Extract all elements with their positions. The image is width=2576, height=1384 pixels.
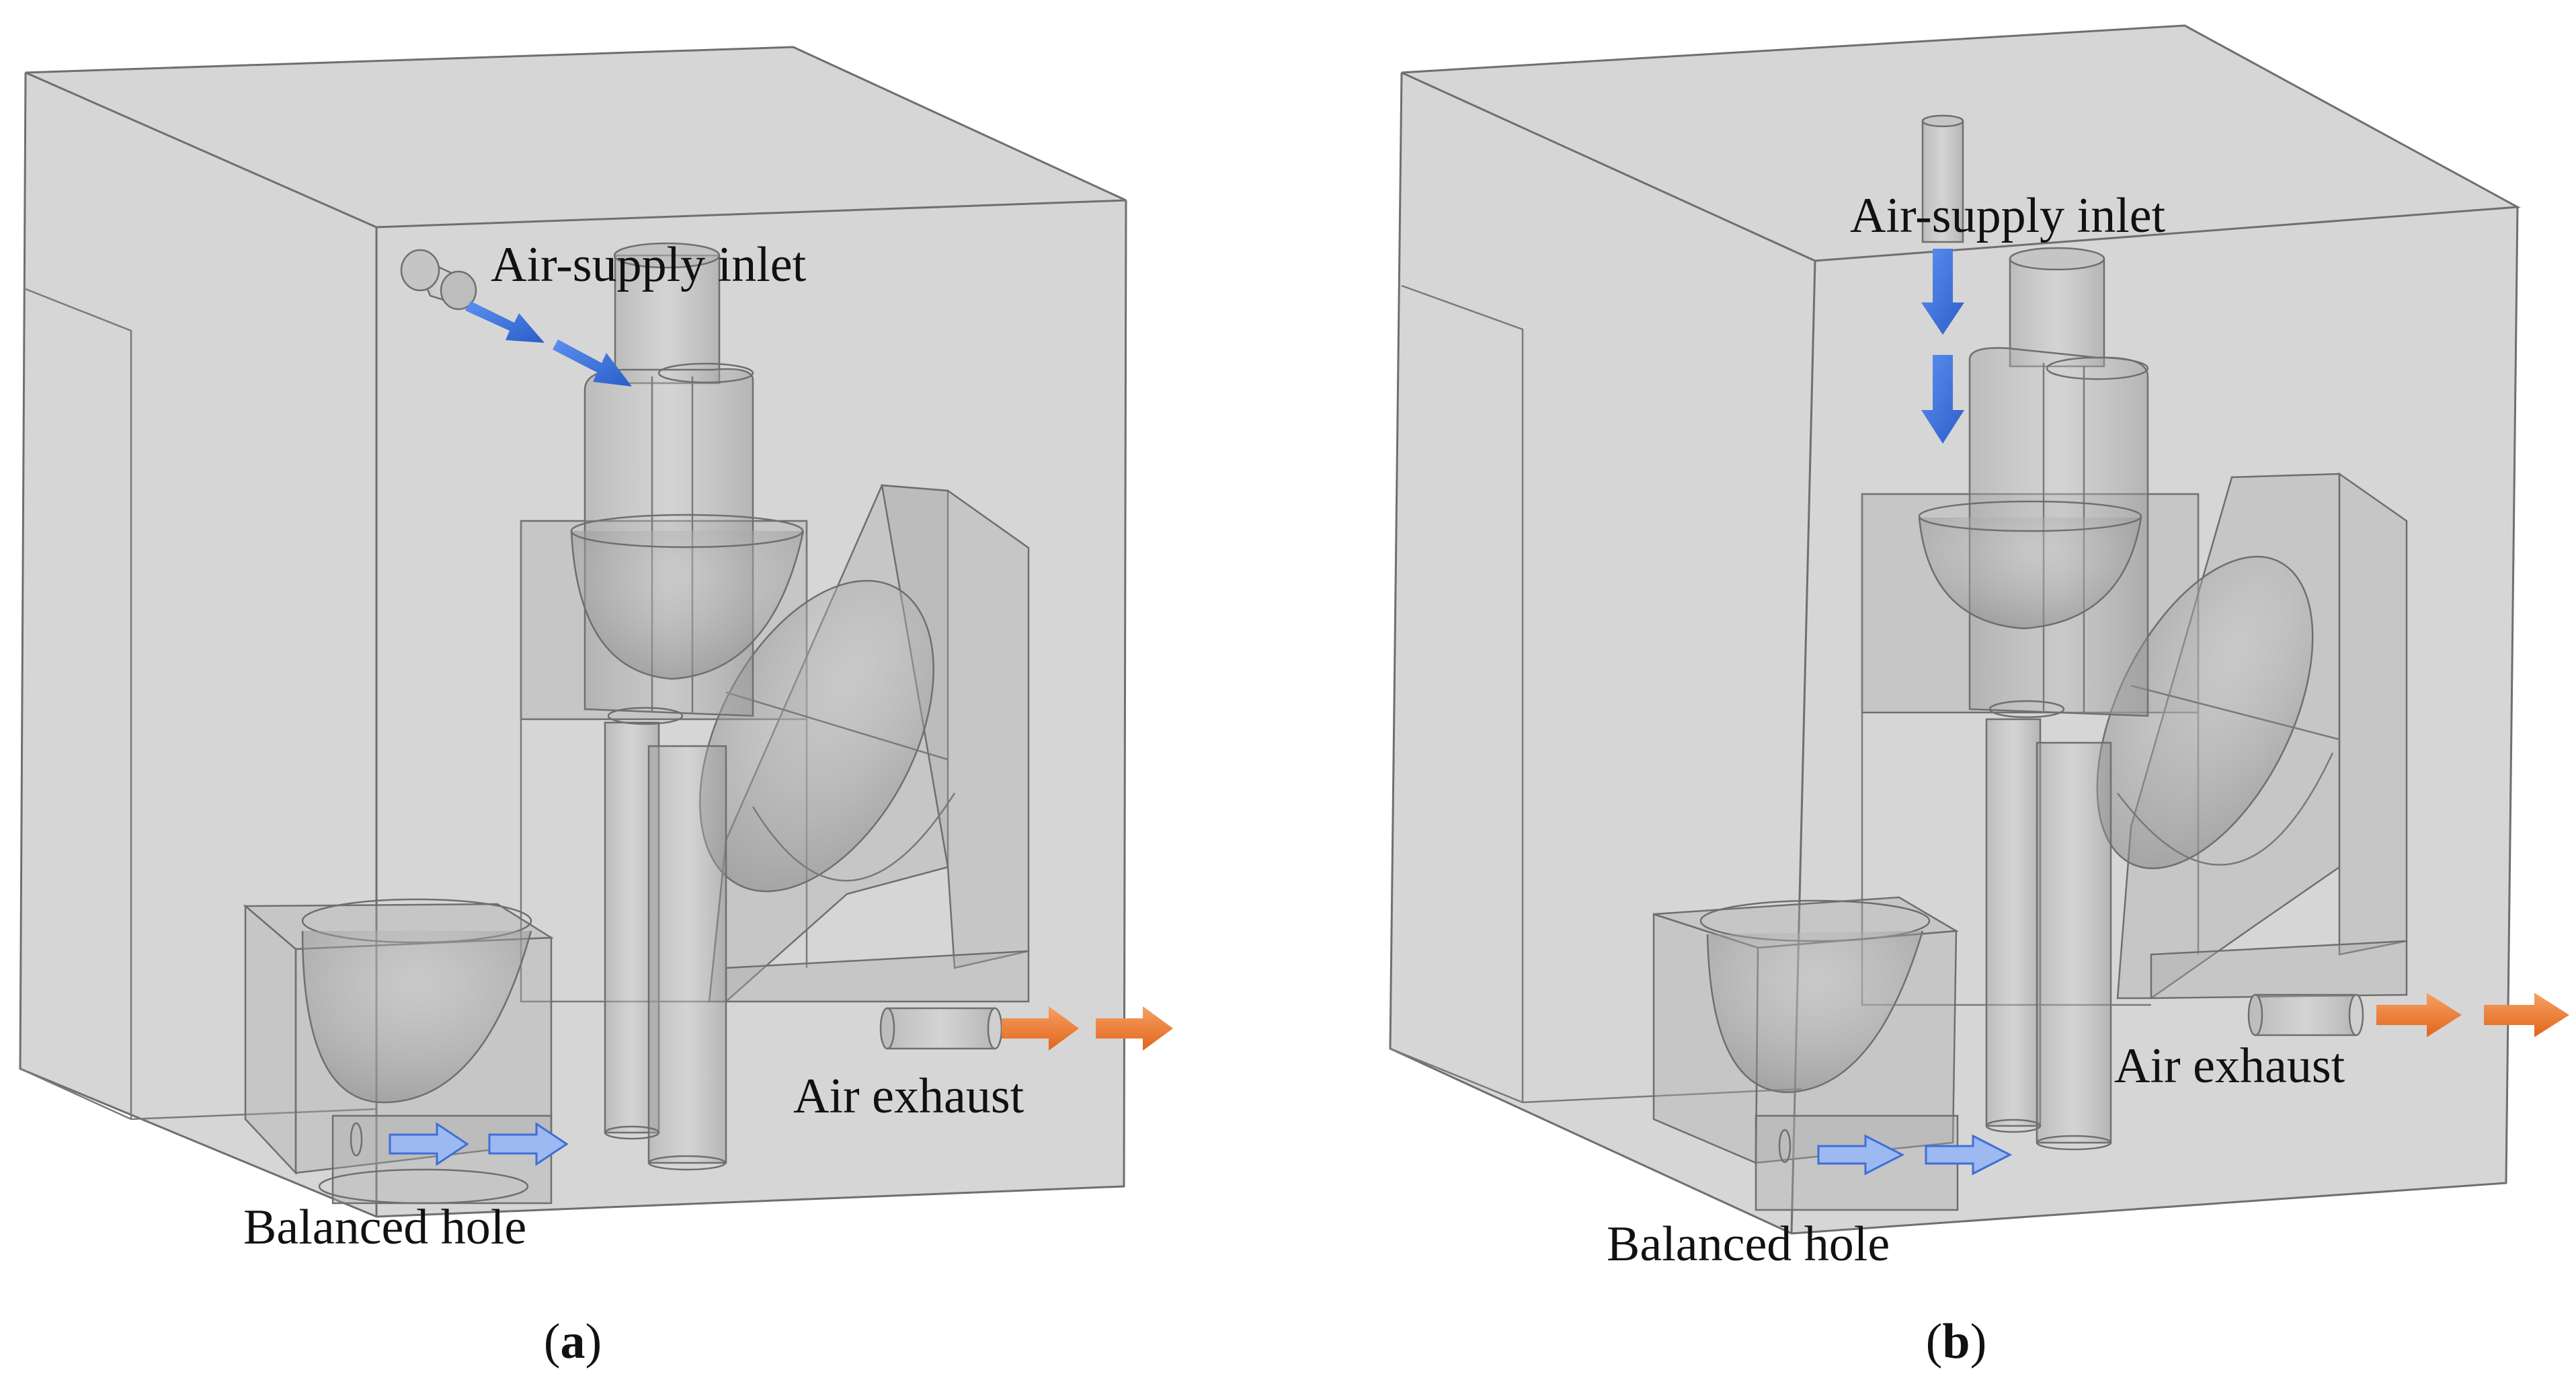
caption-b-close: ) xyxy=(1970,1314,1987,1369)
inlet-label-a: Air-supply inlet xyxy=(491,237,807,292)
caption-a-close: ) xyxy=(586,1314,602,1369)
hole-arrow-b2 xyxy=(1925,1134,2013,1176)
hole-arrows-b xyxy=(1817,1134,2013,1176)
panel-b: Air-supply inlet Air exhaust Balanced ho… xyxy=(1389,24,2569,1369)
hole-arrows-a xyxy=(389,1122,569,1166)
hole-arrow-b1 xyxy=(1817,1134,1905,1176)
hole-arrow-a2 xyxy=(488,1122,569,1166)
supply-arrow-b1 xyxy=(1921,249,1964,335)
exhaust-label-b: Air exhaust xyxy=(2114,1039,2345,1094)
panel-a: Air-supply inlet Air exhaust Balanced ho… xyxy=(19,46,1173,1369)
caption-a: (a) xyxy=(544,1314,602,1369)
vertical-pipes-b xyxy=(1918,247,2149,1151)
hole-arrow-a1 xyxy=(389,1122,469,1166)
exhaust-pipe-b xyxy=(2247,993,2364,1036)
balanced-hole-a xyxy=(350,1122,363,1157)
supply-arrow-a1 xyxy=(465,301,545,343)
supply-arrows-b xyxy=(1921,249,1964,444)
inlet-label-b: Air-supply inlet xyxy=(1850,188,2166,243)
exhaust-label-a: Air exhaust xyxy=(793,1069,1024,1124)
front-bowl-box-b xyxy=(1652,896,1960,1211)
front-bowl-box-a xyxy=(243,898,555,1205)
caption-b-open: ( xyxy=(1926,1314,1943,1369)
hole-label-a: Balanced hole xyxy=(243,1200,526,1255)
exhaust-arrows-a xyxy=(1002,1006,1173,1051)
vertical-pipes-a xyxy=(570,242,805,1171)
exhaust-arrow-b1 xyxy=(2376,993,2462,1037)
inlet-pipe-b xyxy=(1921,114,1964,243)
caption-b-letter: b xyxy=(1942,1314,1970,1369)
tilted-bowl-b xyxy=(2096,472,2408,1000)
exhaust-arrow-a2 xyxy=(1096,1006,1173,1051)
exhaust-pipe-a xyxy=(879,1007,1003,1050)
tilted-bowl-a xyxy=(699,484,1030,1003)
supply-arrows-a xyxy=(465,301,632,386)
caption-a-open: ( xyxy=(544,1314,561,1369)
exhaust-arrow-a1 xyxy=(1002,1006,1079,1051)
exhaust-arrows-b xyxy=(2376,993,2569,1037)
supply-arrow-a2 xyxy=(553,339,632,386)
hole-label-b: Balanced hole xyxy=(1607,1217,1890,1272)
exhaust-arrow-b2 xyxy=(2484,993,2569,1037)
inlet-pipe-a xyxy=(400,249,477,311)
caption-b: (b) xyxy=(1926,1314,1986,1369)
balanced-hole-b xyxy=(1778,1129,1792,1164)
supply-arrow-b2 xyxy=(1921,355,1964,444)
caption-a-letter: a xyxy=(561,1314,586,1369)
